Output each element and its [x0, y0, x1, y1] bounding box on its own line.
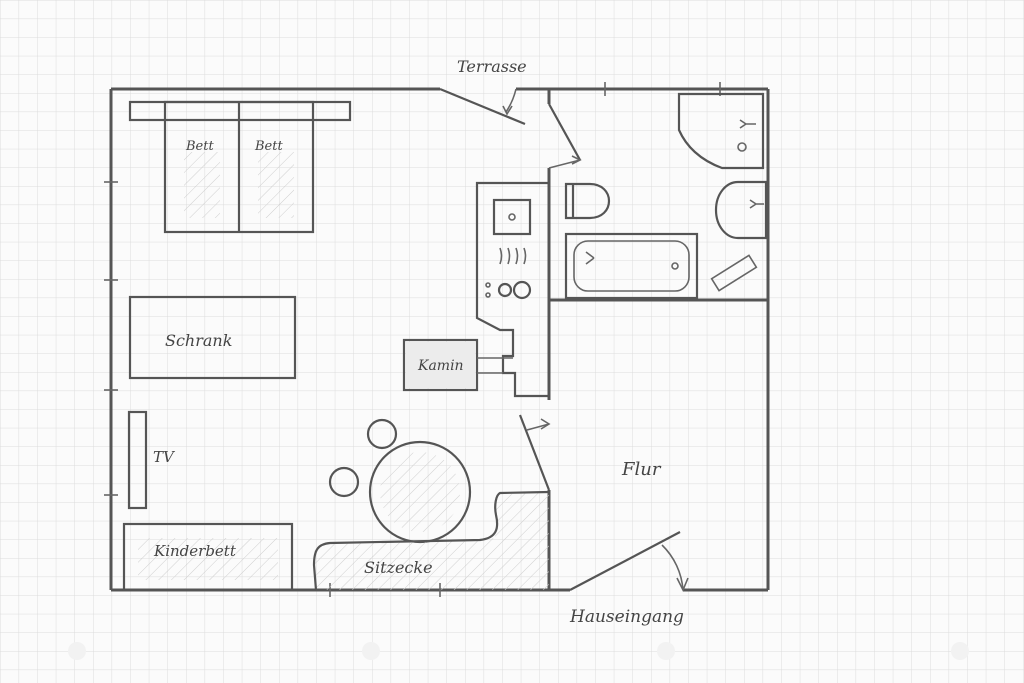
fireplace-label: Kamin	[417, 358, 464, 374]
door-hallway	[518, 414, 551, 491]
shower	[677, 92, 765, 170]
terrace-label: Terrasse	[457, 57, 527, 76]
crib-label: Kinderbett	[153, 542, 237, 560]
bath-mat	[710, 254, 758, 292]
door-bathroom	[548, 103, 582, 169]
bed-left-label: Bett	[185, 139, 214, 154]
fireplace: Kamin	[402, 338, 513, 392]
binder-holes	[68, 642, 969, 660]
double-bed: Bett Bett	[128, 100, 352, 234]
crib: Kinderbett	[122, 522, 294, 592]
toilet	[564, 182, 611, 220]
tv-label: TV	[153, 448, 176, 466]
hallway-label: Flur	[621, 459, 662, 480]
seating-area: Sitzecke	[312, 418, 550, 591]
outer-walls	[104, 82, 770, 597]
wardrobe: Schrank	[128, 295, 297, 380]
bathtub	[564, 232, 699, 300]
bed-right-label: Bett	[254, 139, 283, 154]
seating-label: Sitzecke	[364, 558, 433, 577]
entrance-label: Hauseingang	[569, 607, 684, 627]
kitchen-counter	[475, 181, 549, 398]
door-terrace	[439, 87, 526, 126]
sink	[714, 180, 768, 240]
door-entrance	[569, 531, 689, 592]
wardrobe-label: Schrank	[165, 331, 232, 350]
tv: TV	[127, 410, 176, 510]
